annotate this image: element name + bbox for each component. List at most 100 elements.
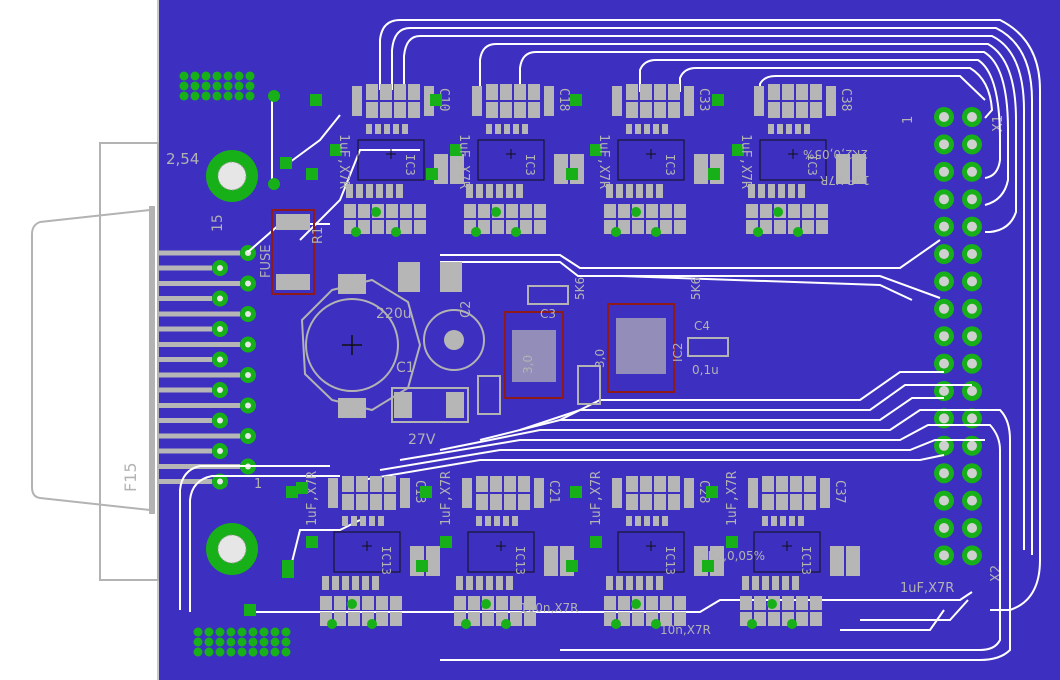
via[interactable] <box>367 619 377 629</box>
fuse-component[interactable] <box>271 209 315 295</box>
via[interactable] <box>280 157 292 169</box>
via[interactable] <box>611 227 621 237</box>
via[interactable] <box>416 560 428 572</box>
ic-pad <box>644 124 650 134</box>
via[interactable] <box>391 227 401 237</box>
via[interactable] <box>753 227 763 237</box>
capacitor-c4[interactable] <box>687 337 729 357</box>
header-pin-hole <box>967 276 977 287</box>
via[interactable] <box>787 619 797 629</box>
capacitor-c3[interactable] <box>527 285 569 305</box>
via[interactable] <box>461 619 471 629</box>
via[interactable] <box>471 227 481 237</box>
via[interactable] <box>296 482 308 494</box>
dsub-connector[interactable] <box>31 142 159 581</box>
via[interactable] <box>450 144 462 156</box>
capacitor-220u[interactable] <box>300 278 422 412</box>
ic-pad <box>476 576 483 590</box>
ic-pad <box>777 124 783 134</box>
ic-regulator-1[interactable] <box>504 311 564 399</box>
via[interactable] <box>651 227 661 237</box>
header-pin-hole <box>939 550 949 561</box>
via[interactable] <box>426 168 438 180</box>
ic-pad <box>356 184 363 198</box>
via[interactable] <box>371 207 381 217</box>
via[interactable] <box>708 168 720 180</box>
via[interactable] <box>726 536 738 548</box>
via[interactable] <box>491 207 501 217</box>
via[interactable] <box>330 144 342 156</box>
res-5k6-label-2: 5K6 <box>689 277 703 300</box>
via[interactable] <box>566 168 578 180</box>
via[interactable] <box>310 94 322 106</box>
via[interactable] <box>793 227 803 237</box>
via[interactable] <box>268 178 280 190</box>
via[interactable] <box>286 486 298 498</box>
dsub-pin-group[interactable] <box>158 245 256 490</box>
cap-mirror-label-top: 1uF,X7R <box>820 173 870 187</box>
via[interactable] <box>282 566 294 578</box>
via[interactable] <box>327 619 337 629</box>
side-pad <box>544 546 558 576</box>
via[interactable] <box>611 619 621 629</box>
res-pad <box>746 204 758 218</box>
via[interactable] <box>631 599 641 609</box>
via[interactable] <box>440 536 452 548</box>
via[interactable] <box>732 144 744 156</box>
via[interactable] <box>481 599 491 609</box>
mounting-hole-top[interactable] <box>206 150 258 202</box>
dsub-pin-hole <box>245 402 251 409</box>
via[interactable] <box>712 94 724 106</box>
via[interactable] <box>570 94 582 106</box>
capacitor-c5[interactable] <box>477 375 501 415</box>
trace <box>860 599 969 621</box>
via[interactable] <box>420 486 432 498</box>
pin-header[interactable] <box>934 107 982 566</box>
via[interactable] <box>511 227 521 237</box>
trace <box>189 475 340 612</box>
via[interactable] <box>773 207 783 217</box>
via[interactable] <box>268 90 280 102</box>
via[interactable] <box>706 486 718 498</box>
power-section[interactable]: FUSE R1 220u C1 C2 27V 3,0 IC2 3,0 C3 <box>259 209 729 448</box>
via[interactable] <box>590 536 602 548</box>
capacitor-c2[interactable] <box>423 309 485 371</box>
via[interactable] <box>306 536 318 548</box>
via[interactable] <box>501 619 511 629</box>
capacitor-c6[interactable] <box>577 365 601 405</box>
diode-d1[interactable] <box>391 387 469 423</box>
via[interactable] <box>570 486 582 498</box>
ic-regulator-2[interactable] <box>607 303 675 393</box>
ic-pad <box>496 576 503 590</box>
via[interactable] <box>347 599 357 609</box>
cap-pad <box>612 86 622 116</box>
via[interactable] <box>590 144 602 156</box>
trace <box>619 275 913 301</box>
via[interactable] <box>651 619 661 629</box>
via[interactable] <box>631 207 641 217</box>
via[interactable] <box>306 168 318 180</box>
via[interactable] <box>430 94 442 106</box>
via[interactable] <box>566 560 578 572</box>
via[interactable] <box>702 560 714 572</box>
via[interactable] <box>767 599 777 609</box>
res-pad <box>768 612 780 626</box>
via[interactable] <box>747 619 757 629</box>
header-pin-hole <box>967 112 977 122</box>
mounting-hole-bottom[interactable] <box>206 523 258 575</box>
via[interactable] <box>244 604 256 616</box>
channel-cap-ref: C38 <box>838 88 853 111</box>
via[interactable] <box>351 227 361 237</box>
cap-pad <box>626 84 638 100</box>
